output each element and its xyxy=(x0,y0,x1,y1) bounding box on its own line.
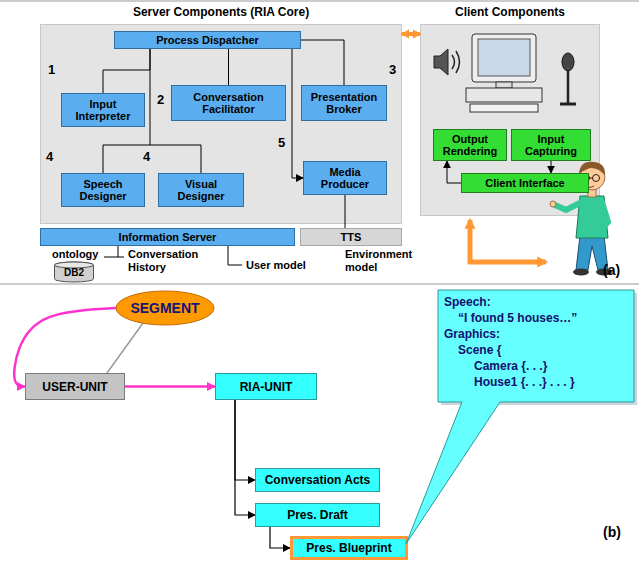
unit-box: RIA-UNIT xyxy=(215,373,317,400)
rule-line xyxy=(0,284,639,285)
tree-box: Pres. Blueprint xyxy=(290,536,408,560)
process-box: Presentation Broker xyxy=(301,85,387,121)
speaker-icon xyxy=(434,49,460,75)
store-label: ontology xyxy=(52,248,98,261)
client-box: Client Interface xyxy=(461,173,589,193)
panel-letter: (a) xyxy=(603,262,620,278)
server-box: Information Server xyxy=(40,228,295,246)
box-label: TTS xyxy=(341,231,362,243)
box-label: Output Rendering xyxy=(437,133,503,157)
callout-outline xyxy=(406,290,634,544)
microphone-icon xyxy=(560,53,576,104)
callout-text: House1 {. . .} . . . } xyxy=(474,374,628,390)
callout-text: “I found 5 houses…” xyxy=(458,310,628,326)
tree-box: Pres. Draft xyxy=(255,503,380,527)
interaction-arrow xyxy=(470,220,546,262)
box-label: Input Interpreter xyxy=(65,98,141,122)
box-label: SEGMENT xyxy=(130,300,199,316)
box-label: Information Server xyxy=(119,231,217,243)
box-label: Process Dispatcher xyxy=(156,34,259,46)
callout-number: 5 xyxy=(278,136,285,151)
process-box: Speech Designer xyxy=(61,173,145,207)
connector xyxy=(150,145,201,173)
box-label: Visual Designer xyxy=(162,178,240,202)
client-box: Input Capturing xyxy=(511,129,591,161)
connector xyxy=(447,161,461,183)
user-figure xyxy=(550,162,612,276)
callout-number: 4 xyxy=(46,150,53,165)
connector xyxy=(345,195,346,228)
callout-text: Camera {. . .} xyxy=(474,358,628,374)
segment-ellipse: SEGMENT xyxy=(115,290,215,326)
panel-letter: (b) xyxy=(603,524,621,540)
connector xyxy=(235,400,255,515)
box-label: Client Interface xyxy=(485,177,564,189)
connector xyxy=(228,49,229,85)
connector xyxy=(103,49,150,93)
rule-line xyxy=(0,1,639,2)
process-box: Visual Designer xyxy=(158,173,244,207)
box-label: Speech Designer xyxy=(65,178,141,202)
connector xyxy=(402,32,420,36)
box-label: Media Producer xyxy=(307,166,383,190)
callout-number: 2 xyxy=(157,93,164,108)
callout-text: Scene { xyxy=(458,342,628,358)
process-box: Process Dispatcher xyxy=(114,31,301,49)
store-label: Environment model xyxy=(345,248,417,273)
client-box: Output Rendering xyxy=(433,129,507,161)
box-label: USER-UNIT xyxy=(42,380,107,394)
connector xyxy=(107,323,143,373)
box-label: Input Capturing xyxy=(515,133,587,157)
callout-bubble: Speech:“I found 5 houses…”Graphics:Scene… xyxy=(438,290,634,402)
process-box: Conversation Facilitator xyxy=(171,85,286,121)
connector xyxy=(14,308,116,387)
callout-number: 3 xyxy=(389,63,396,78)
ellipse-outline xyxy=(116,291,214,325)
box-label: Pres. Draft xyxy=(287,508,348,522)
connector xyxy=(125,385,215,388)
callout-number: 4 xyxy=(143,150,150,165)
unit-box: USER-UNIT xyxy=(25,373,125,400)
panel-heading: Client Components xyxy=(421,5,599,19)
box-label: RIA-UNIT xyxy=(240,380,293,394)
server-panel: Process DispatcherInput Interpreter Conve… xyxy=(40,24,402,224)
box-label: Conversation Facilitator xyxy=(175,91,282,115)
database-cylinder: DB2 xyxy=(54,262,94,282)
panel-heading: Server Components (RIA Core) xyxy=(41,5,401,19)
connector xyxy=(270,527,290,548)
box-label: Pres. Blueprint xyxy=(306,541,391,555)
connector xyxy=(301,40,344,85)
computer-icon xyxy=(466,34,542,112)
store-label: Conversation History xyxy=(128,248,208,273)
connector xyxy=(292,49,303,178)
box-label: Presentation Broker xyxy=(305,91,383,115)
connector xyxy=(235,400,255,480)
callout-text: Graphics: xyxy=(444,326,628,342)
connector xyxy=(103,49,150,173)
callout-number: 1 xyxy=(48,63,55,78)
store-label: User model xyxy=(246,259,306,272)
cylinder-outline xyxy=(55,262,94,282)
tree-box: Conversation Acts xyxy=(255,468,380,492)
process-box: Media Producer xyxy=(303,161,387,195)
box-label: DB2 xyxy=(64,267,84,278)
process-box: Input Interpreter xyxy=(61,93,145,127)
tts-box: TTS xyxy=(300,228,402,246)
callout-text: Speech: xyxy=(444,294,628,310)
box-label: Conversation Acts xyxy=(265,473,371,487)
connector xyxy=(551,161,552,173)
